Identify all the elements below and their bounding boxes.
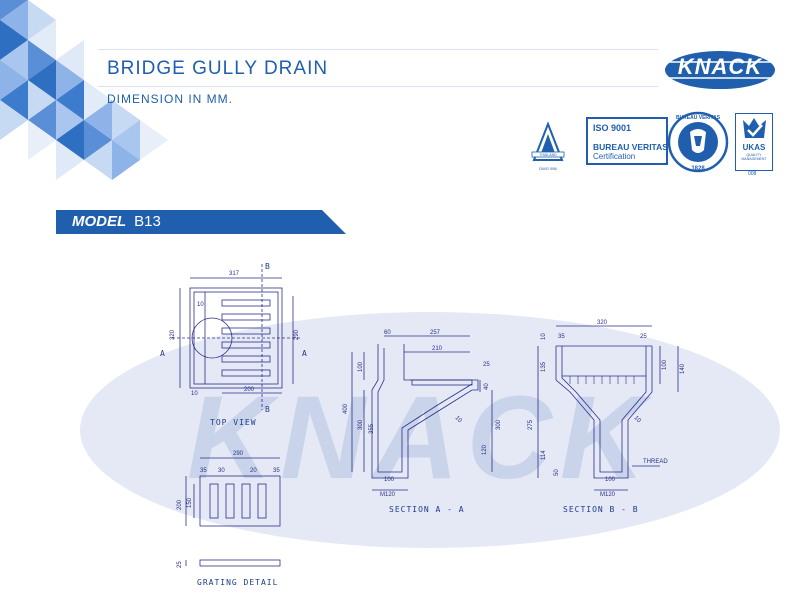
dim-gr-thick: 25 [177,561,183,568]
bv-seal-top: BUREAU VERITAS [676,115,721,121]
decorative-triangle-pattern [0,0,168,180]
ukas-label: UKAS [742,143,766,152]
dim-aa-top: 257 [430,330,441,336]
dim-tv-offset: 10 [197,302,204,308]
model-banner [56,210,346,234]
bureau-veritas-seal-icon: BUREAU VERITAS 1828 [667,111,729,173]
dim-aa-h3: 300 [358,419,364,430]
iso-badge: ISO 9001 BUREAU VERITAS Certification [586,117,668,165]
dim-aa-inner: 210 [432,346,443,352]
dim-bb-top-h: 10 [541,333,547,340]
header-rule-top [98,49,658,50]
dim-bb-outlet: M120 [600,492,616,498]
grating-detail-drawing [185,457,281,567]
ukas-number: 008 [748,171,757,177]
section-bb-drawing [537,325,679,491]
dim-bb-thread: THREAD [643,459,668,465]
thai-code: DWG 956 [539,166,557,171]
model-heading: MODEL B13 [72,213,161,230]
dim-aa-h6: 300 [496,419,502,430]
model-label: MODEL [72,213,127,230]
dim-aa-h5: 120 [482,444,488,455]
dim-gr-m3: 20 [250,468,257,474]
section-bb-label: SECTION B - B [563,505,639,514]
dim-bb-h5: 50 [554,469,560,476]
dim-aa-base: 100 [384,477,395,483]
dim-bb-h2: 100 [662,359,668,370]
bv-seal-year: 1828 [691,166,705,172]
dim-aa-h2: 40 [484,383,490,390]
dim-aa-left: 60 [384,330,391,336]
dim-bb-h4: 114 [541,450,547,460]
dim-gr-m1: 35 [200,468,207,474]
grating-detail-label: GRATING DETAIL [197,578,278,587]
section-aa-drawing [351,335,493,491]
iso-label: ISO 9001 [593,123,632,133]
dim-aa-total: 400 [343,403,349,414]
page-title: BRIDGE GULLY DRAIN [107,58,329,79]
dim-aa-outlet: M120 [380,492,396,498]
watermark-ellipse [80,312,780,548]
bv-label: BUREAU VERITAS [593,142,668,152]
dim-tv-height: 320 [170,329,176,340]
dim-tv-offset-bottom: 10 [191,391,198,397]
dim-tv-width: 317 [229,271,240,277]
header-rule-bottom [98,86,658,87]
marker-b-top: B [265,262,271,271]
dim-bb-total: 275 [528,419,534,430]
dim-bb-base: 100 [605,477,616,483]
logo-text: KNACK [677,54,763,79]
dim-aa-h1: 100 [358,361,364,372]
top-view-label: TOP VIEW [210,418,257,427]
cert-label: Certification [593,152,636,161]
thai-standard-mark: THAILAND DWG 956 [531,121,565,171]
crown-tick-icon [743,118,766,138]
dim-aa-small: 25 [483,362,490,368]
marker-a-left: A [160,349,166,358]
dim-gr-m4: 35 [273,468,280,474]
dim-bb-right: 25 [640,334,647,340]
dim-gr-h1: 200 [177,499,183,510]
dim-bb-wall: 10 [633,415,642,424]
section-aa-label: SECTION A - A [389,505,465,514]
dim-gr-h2: 150 [187,497,193,508]
watermark-text: KNACK [187,372,653,504]
dim-tv-inner-width: 200 [244,387,255,393]
dim-aa-h4: 355 [369,423,375,434]
dim-bb-top: 320 [597,320,608,326]
dim-tv-inner-height: 290 [294,329,300,340]
top-view-drawing [172,264,302,410]
dim-bb-h1: 135 [541,361,547,372]
thai-mark-text: THAILAND [539,153,557,157]
model-code: B13 [134,213,161,230]
page-subtitle: DIMENSION IN MM. [107,92,233,106]
marker-a-right: A [302,349,308,358]
ukas-badge: UKAS QUALITY MANAGEMENT [735,113,773,171]
ukas-sub: QUALITY MANAGEMENT [741,153,767,161]
dim-gr-m2: 30 [218,468,225,474]
marker-b-bottom: B [265,405,271,414]
dim-bb-h3: 140 [680,363,686,374]
knack-logo [663,49,777,91]
dim-bb-left: 35 [558,334,565,340]
dim-gr-width: 290 [233,451,244,457]
dim-aa-wall: 10 [454,415,463,424]
